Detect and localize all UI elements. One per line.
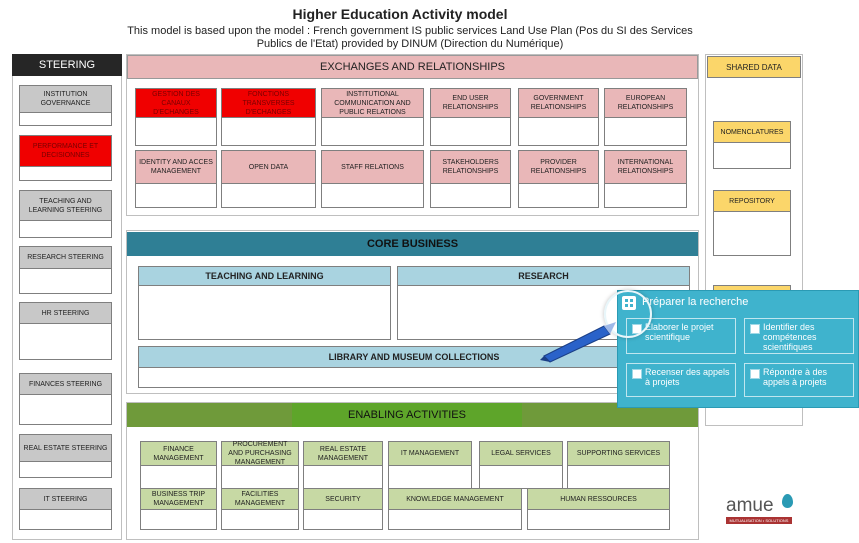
exchanges-row2-item-label: IDENTITY AND ACCES MANAGEMENT xyxy=(135,150,217,184)
steering-label: HR STEERING xyxy=(19,302,112,324)
pen-icon xyxy=(540,322,616,363)
enabling-row1-item-label: REAL ESTATE MANAGEMENT xyxy=(303,441,383,466)
logo-name: amue xyxy=(726,495,774,516)
exchanges-row2-item-label: PROVIDER RELATIONSHIPS xyxy=(518,150,599,184)
enabling-row1-item-label: SUPPORTING SERVICES xyxy=(567,441,670,466)
enabling-row1-item-label: LEGAL SERVICES xyxy=(479,441,563,466)
checkbox-icon xyxy=(750,324,760,334)
popup-card-label: Recenser des appels à projets xyxy=(645,367,730,387)
page-subtitle: This model is based upon the model : Fre… xyxy=(127,25,693,50)
amue-logo: amue MUTUALISATION • SOLUTIONS xyxy=(722,493,802,529)
steering-label: RESEARCH STEERING xyxy=(19,246,112,269)
checkbox-icon xyxy=(632,369,642,379)
exchanges-row1-item-label: END USER RELATIONSHIPS xyxy=(430,88,511,118)
shared-data-panel xyxy=(705,54,803,426)
enabling-row1-item-label: PROCUREMENT AND PURCHASING MANAGEMENT xyxy=(221,441,299,466)
exchanges-row1-item-label: FONCTIONS TRANSVERSES D'ECHANGES xyxy=(221,88,316,118)
exchanges-row2-item-label: STAKEHOLDERS RELATIONSHIPS xyxy=(430,150,511,184)
steering-label: FINANCES STEERING xyxy=(19,373,112,395)
exchanges-row1-item-label: GESTION DES CANAUX D'ECHANGES xyxy=(135,88,217,118)
exchanges-row2-item-label: INTERNATIONAL RELATIONSHIPS xyxy=(604,150,687,184)
steering-label: REAL ESTATE STEERING xyxy=(19,434,112,462)
enabling-row2-item-label: FACILITIES MANAGEMENT xyxy=(221,488,299,510)
exchanges-row1-item-label: EUROPEAN RELATIONSHIPS xyxy=(604,88,687,118)
logo-droplet-icon xyxy=(782,494,793,508)
popup-card-identifier[interactable]: Identifier des compétences scientifiques xyxy=(744,318,854,354)
exchanges-header: EXCHANGES AND RELATIONSHIPS xyxy=(127,55,698,79)
steering-label: TEACHING AND LEARNING STEERING xyxy=(19,190,112,221)
core-business-header: CORE BUSINESS xyxy=(127,232,698,256)
nomenclatures-label: NOMENCLATURES xyxy=(713,121,791,143)
enabling-row2-item-label: SECURITY xyxy=(303,488,383,510)
steering-label: PERFORMANCE ET DECISIONNES xyxy=(19,135,112,167)
popup-card-label: Identifier des compétences scientifiques xyxy=(763,322,817,352)
magnifier-highlight-icon xyxy=(604,290,652,338)
popup-card-label: Elaborer le projet scientifique xyxy=(645,322,714,342)
enabling-row2-item-label: KNOWLEDGE MANAGEMENT xyxy=(388,488,522,510)
popup-title: Préparer la recherche xyxy=(642,296,749,308)
steering-header: STEERING xyxy=(12,54,122,76)
page-title: Higher Education Activity model xyxy=(292,6,508,22)
enabling-row2-item-label: BUSINESS TRIP MANAGEMENT xyxy=(140,488,217,510)
shared-data-header: SHARED DATA xyxy=(707,56,801,78)
enabling-panel xyxy=(126,402,699,540)
enabling-row1-item-label: IT MANAGEMENT xyxy=(388,441,472,466)
exchanges-row1-item-label: GOVERNMENT RELATIONSHIPS xyxy=(518,88,599,118)
popup-card-label: Répondre à des appels à projets xyxy=(763,367,828,387)
popup-card-recenser[interactable]: Recenser des appels à projets xyxy=(626,363,736,397)
exchanges-row2-item-label: STAFF RELATIONS xyxy=(321,150,424,184)
checkbox-icon xyxy=(750,369,760,379)
exchanges-panel xyxy=(126,54,699,216)
exchanges-row1-item-label: INSTITUTIONAL COMMUNICATION AND PUBLIC R… xyxy=(321,88,424,118)
logo-tagline: MUTUALISATION • SOLUTIONS xyxy=(726,517,792,524)
teaching-learning-label: TEACHING AND LEARNING xyxy=(138,266,391,286)
enabling-header: ENABLING ACTIVITIES xyxy=(292,403,522,427)
steering-label: IT STEERING xyxy=(19,488,112,510)
research-label: RESEARCH xyxy=(397,266,690,286)
steering-label: INSTITUTION GOVERNANCE xyxy=(19,85,112,113)
enabling-row2-item-label: HUMAN RESSOURCES xyxy=(527,488,670,510)
repository-label: REPOSITORY xyxy=(713,190,791,212)
research-popup[interactable]: Préparer la recherche Elaborer le projet… xyxy=(617,290,859,408)
popup-card-repondre[interactable]: Répondre à des appels à projets xyxy=(744,363,854,397)
exchanges-row2-item-label: OPEN DATA xyxy=(221,150,316,184)
enabling-row1-item-label: FINANCE MANAGEMENT xyxy=(140,441,217,466)
